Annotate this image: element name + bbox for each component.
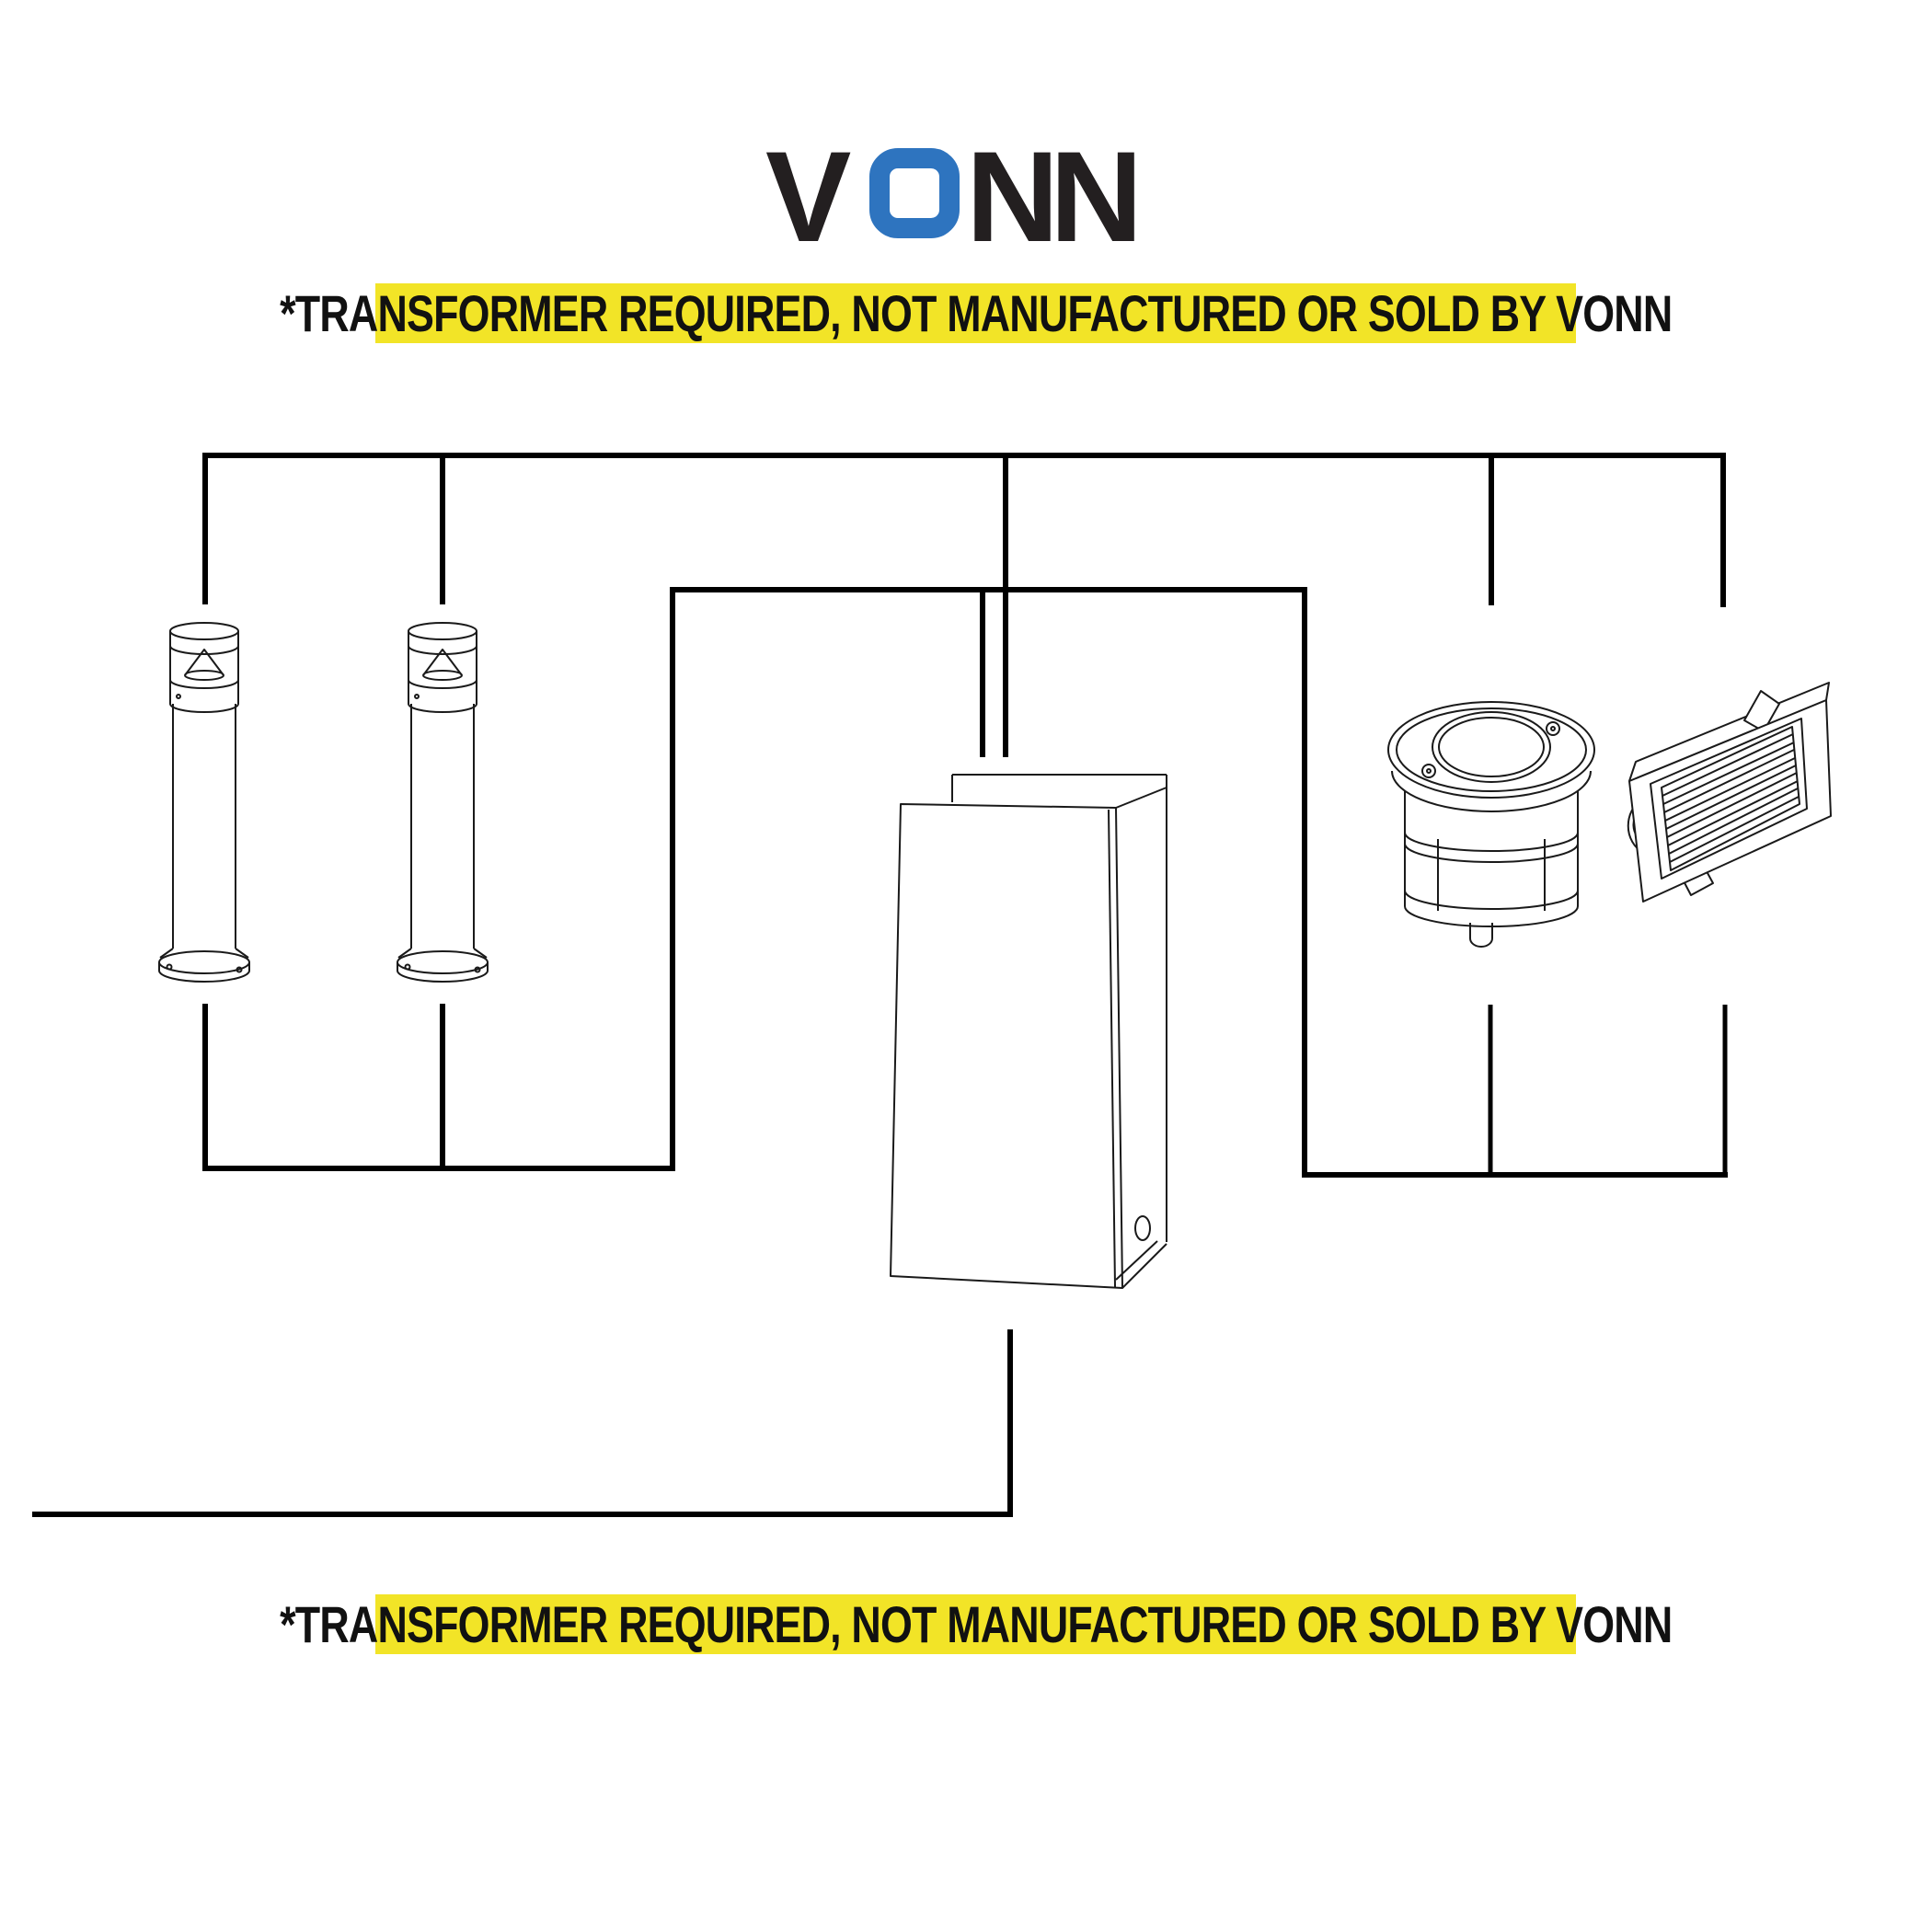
recessed-step-light-icon bbox=[1627, 682, 1832, 903]
step-light-louvers bbox=[1662, 733, 1800, 863]
transformer-warning-banner-bottom: *TRANSFORMER REQUIRED, NOT MANUFACTURED … bbox=[280, 1594, 1673, 1654]
wire-runs bbox=[32, 453, 1728, 1517]
transformer-warning-text-top: *TRANSFORMER REQUIRED, NOT MANUFACTURED … bbox=[279, 284, 1673, 342]
in-ground-well-light-icon bbox=[1387, 701, 1595, 948]
vonn-logo: V NN bbox=[765, 145, 1144, 256]
transformer-box-icon bbox=[890, 774, 1167, 1289]
bollard-light-left-icon bbox=[158, 622, 250, 983]
logo-letters-nn: NN bbox=[966, 145, 1134, 256]
transformer-warning-banner-top: *TRANSFORMER REQUIRED, NOT MANUFACTURED … bbox=[280, 283, 1673, 343]
bollard-light-right-icon bbox=[397, 622, 489, 983]
logo-o-square-icon bbox=[869, 148, 960, 238]
transformer-warning-text-bottom: *TRANSFORMER REQUIRED, NOT MANUFACTURED … bbox=[279, 1595, 1673, 1653]
logo-letter-v: V bbox=[765, 145, 851, 256]
